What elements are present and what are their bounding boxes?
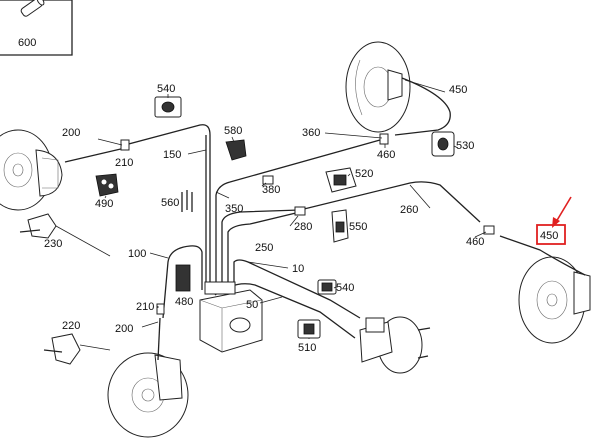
red-arrowhead bbox=[552, 217, 560, 228]
callout-100: 100 bbox=[128, 248, 146, 260]
part-460-right bbox=[483, 225, 495, 235]
callout-250: 250 bbox=[255, 242, 273, 254]
callout-210-top: 210 bbox=[115, 157, 133, 169]
part-510 bbox=[297, 319, 321, 339]
part-540-top bbox=[154, 96, 182, 118]
red-arrow bbox=[555, 196, 572, 223]
callout-350: 350 bbox=[225, 203, 243, 215]
part-550 bbox=[331, 209, 349, 243]
callout-280: 280 bbox=[294, 221, 312, 233]
callout-10: 10 bbox=[292, 263, 304, 275]
callout-460-right: 460 bbox=[466, 236, 484, 248]
part-380 bbox=[262, 175, 274, 185]
callout-550: 550 bbox=[349, 221, 367, 233]
callout-200-bottom: 200 bbox=[115, 323, 133, 335]
callout-510: 510 bbox=[298, 342, 316, 354]
callout-490: 490 bbox=[95, 198, 113, 210]
callout-360: 360 bbox=[302, 127, 320, 139]
master-cylinder bbox=[359, 316, 431, 374]
callout-260: 260 bbox=[400, 204, 418, 216]
brake-lines bbox=[64, 77, 586, 361]
callout-580: 580 bbox=[224, 125, 242, 137]
part-520 bbox=[325, 167, 357, 193]
front-right-disc bbox=[107, 352, 189, 438]
rear-right-disc-top bbox=[345, 41, 411, 133]
callout-520: 520 bbox=[355, 168, 373, 180]
highlighted-callout-450[interactable]: 450 bbox=[536, 196, 572, 245]
callout-labels: 540 450 200 580 360 210 150 460 530 490 … bbox=[44, 83, 572, 354]
part-530 bbox=[431, 131, 455, 157]
part-540-lower bbox=[317, 279, 337, 295]
rear-left-disc bbox=[518, 256, 591, 344]
part-560 bbox=[181, 190, 193, 212]
callout-530: 530 bbox=[456, 140, 474, 152]
callout-220: 220 bbox=[62, 320, 80, 332]
leader-lines bbox=[97, 79, 487, 339]
part-490 bbox=[95, 173, 119, 197]
callout-450-top: 450 bbox=[449, 84, 467, 96]
abs-unit bbox=[199, 281, 263, 353]
part-460-top bbox=[379, 133, 389, 145]
part-220 bbox=[43, 333, 111, 365]
callout-150: 150 bbox=[163, 149, 181, 161]
part-280 bbox=[294, 206, 306, 216]
callout-560: 560 bbox=[161, 197, 179, 209]
part-210-lower bbox=[156, 303, 165, 315]
callout-600: 600 bbox=[18, 37, 36, 49]
component-icons bbox=[19, 96, 495, 365]
callout-460-top: 460 bbox=[377, 149, 395, 161]
inset-box-600: 600 bbox=[0, 0, 73, 56]
part-230 bbox=[19, 213, 111, 257]
part-210-top bbox=[120, 139, 130, 151]
callout-450-right: 450 bbox=[540, 230, 558, 242]
front-left-disc bbox=[0, 129, 63, 211]
callout-210-lower: 210 bbox=[136, 301, 154, 313]
callout-380: 380 bbox=[262, 184, 280, 196]
callout-230: 230 bbox=[44, 238, 62, 250]
callout-50: 50 bbox=[246, 299, 258, 311]
part-480 bbox=[175, 264, 191, 292]
callout-540-top: 540 bbox=[157, 83, 175, 95]
callout-540-lower: 540 bbox=[336, 282, 354, 294]
callout-200-top: 200 bbox=[62, 127, 80, 139]
highlight-box bbox=[536, 224, 566, 245]
callout-480: 480 bbox=[175, 296, 193, 308]
part-580 bbox=[225, 139, 247, 161]
